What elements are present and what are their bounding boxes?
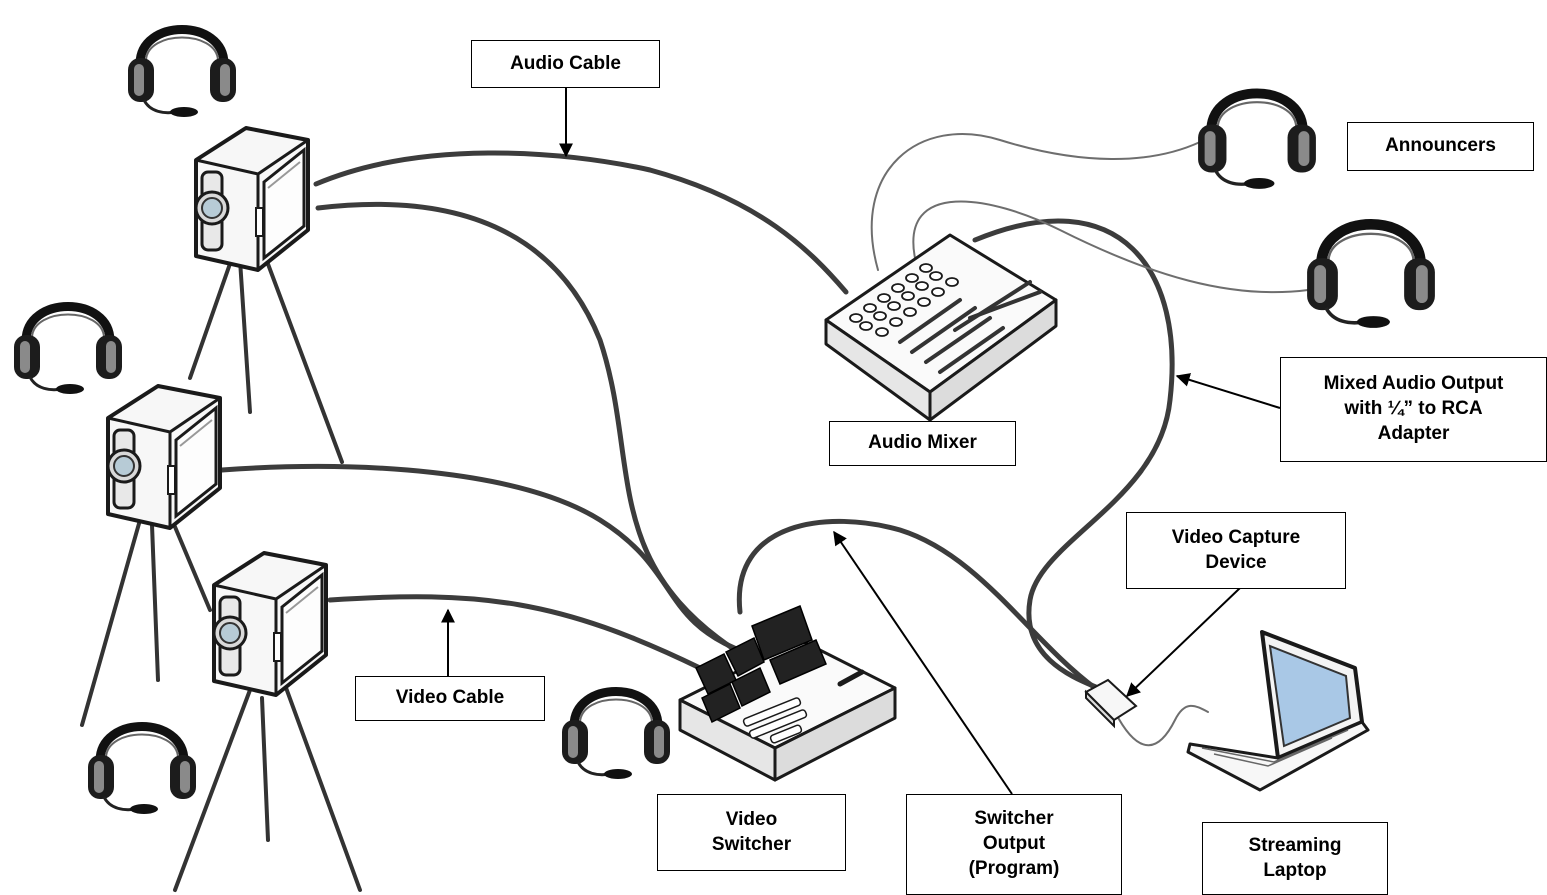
streaming-laptop-label: Streaming Laptop [1202, 822, 1388, 895]
tripod-icon [188, 246, 344, 464]
headset-icon [562, 692, 670, 780]
headset-icon [14, 307, 122, 395]
arrow-icon [1175, 373, 1281, 409]
arrow-icon [1125, 587, 1241, 697]
capture-device-icon [1084, 678, 1138, 729]
switcher-output-label: Switcher Output (Program) [906, 794, 1122, 895]
headset-icon [1198, 93, 1316, 188]
mixed-audio-output-label: Mixed Audio Output with ¼” to RCA Adapte… [1280, 357, 1547, 462]
audio-mixer-label: Audio Mixer [829, 421, 1016, 466]
video-capture-device-label: Video Capture Device [1126, 512, 1346, 589]
tripod-icon [173, 683, 362, 892]
audio-cable-label: Audio Cable [471, 40, 660, 88]
headset-icon [1307, 224, 1435, 328]
video-cable [219, 464, 747, 655]
arrow-icon [833, 530, 1013, 795]
laptop-icon [1186, 630, 1370, 792]
video-cable [327, 594, 703, 671]
usb-cable [1114, 704, 1209, 747]
mixed-audio-cable [972, 218, 1175, 691]
announcers-label: Announcers [1347, 122, 1534, 171]
audio-cable [313, 150, 849, 295]
audio-mixer-icon [824, 233, 1058, 422]
camera-icon [194, 126, 310, 272]
camera-icon [212, 551, 328, 697]
headset-cable [870, 133, 1201, 271]
headset-cable [912, 200, 1309, 294]
video-cable-label: Video Cable [355, 676, 545, 721]
switcher-output-cable [736, 518, 1098, 691]
video-cable [315, 201, 738, 653]
headset-icon [128, 30, 236, 118]
video-switcher-icon [678, 605, 897, 782]
camera-icon [106, 384, 222, 530]
headset-icon [88, 727, 196, 815]
tripod-icon [80, 513, 212, 727]
video-switcher-label: Video Switcher [657, 794, 846, 871]
